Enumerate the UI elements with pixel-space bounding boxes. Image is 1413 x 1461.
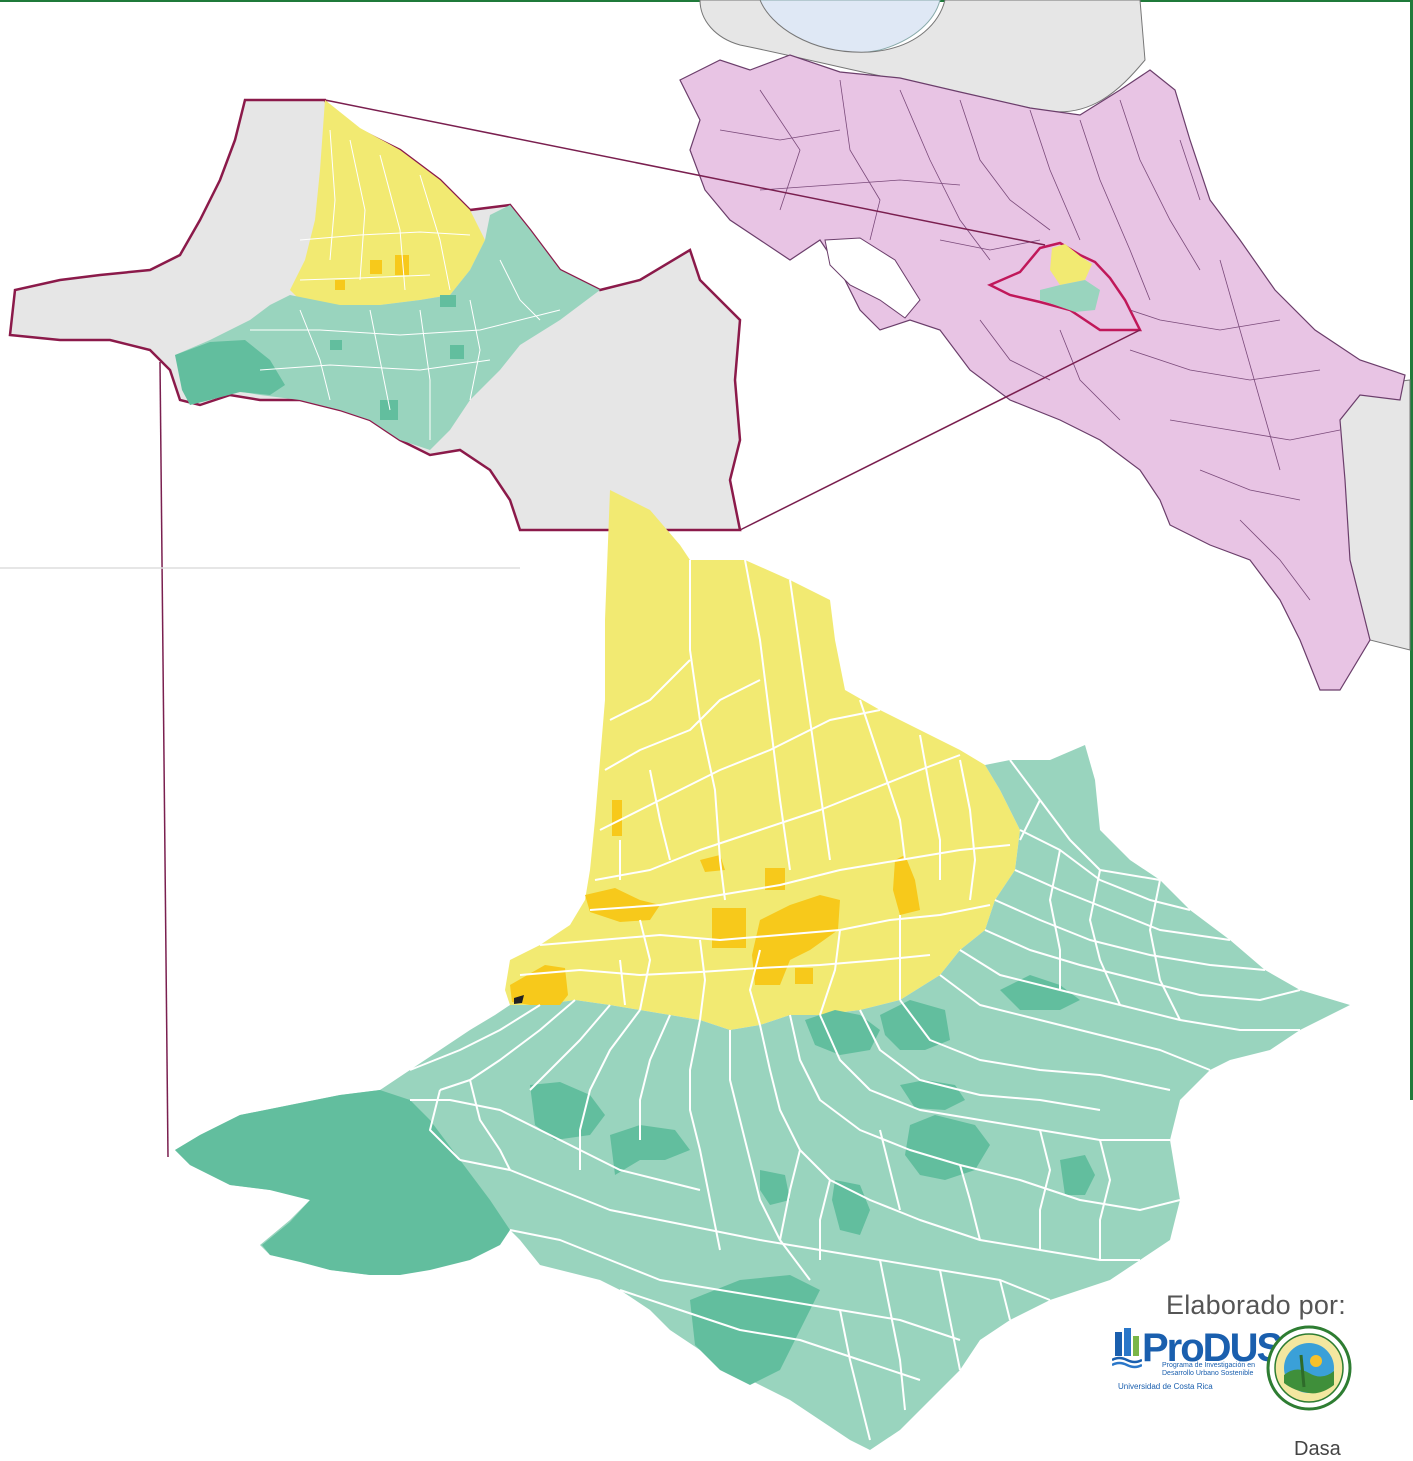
district-green-dark-2 — [610, 1125, 690, 1175]
country-overview-map — [679, 0, 1411, 691]
district-green-dark-west — [175, 1090, 510, 1275]
district-green-dark-8 — [760, 1170, 790, 1205]
district-boundaries — [409, 559, 1301, 1441]
district-green-dark-9 — [1060, 1155, 1095, 1195]
credits-label: Elaborado por: — [1166, 1290, 1346, 1320]
district-yellow-dark-patches — [510, 800, 920, 1005]
canton-inset-map — [8, 98, 742, 532]
zone-yellow-north — [505, 490, 1020, 1030]
detail-district-map — [175, 490, 1350, 1450]
produs-logo-tagline: Programa de Investigación en Desarrollo … — [1162, 1362, 1255, 1377]
district-green-dark-7 — [832, 1180, 870, 1235]
inset-zone-yellow — [290, 100, 485, 305]
produs-logo: ProDUS Programa de Investigación en Desa… — [1112, 1326, 1283, 1412]
inset-yellow-patches — [335, 255, 409, 290]
district-green-dark-6 — [905, 1115, 990, 1180]
produs-building-icon — [1112, 1328, 1142, 1369]
district-green-dark-1 — [530, 1082, 605, 1140]
small-dark-feature — [514, 995, 524, 1004]
produs-logo-institution: Universidad de Costa Rica — [1118, 1382, 1213, 1391]
district-green-dark-south — [690, 1275, 820, 1385]
municipal-seal-icon — [1266, 1325, 1352, 1411]
district-green-dark-4 — [880, 1000, 950, 1050]
inset-zone-green — [175, 205, 600, 450]
district-green-dark-5 — [1000, 975, 1080, 1010]
gulf-of-nicoya — [824, 237, 921, 319]
inset-zone-green-dark — [175, 340, 285, 405]
leader-lines — [159, 99, 1141, 1158]
inset-district-lines — [250, 129, 561, 440]
zone-green-south — [175, 745, 1350, 1450]
country-costa-rica — [679, 54, 1406, 691]
inset-green-patches — [330, 295, 464, 420]
overview-zone-green — [1040, 280, 1100, 312]
overview-zone-yellow — [1050, 244, 1092, 285]
right-frame-border — [1410, 0, 1413, 1100]
produs-logo-name: ProDUS — [1142, 1326, 1283, 1370]
